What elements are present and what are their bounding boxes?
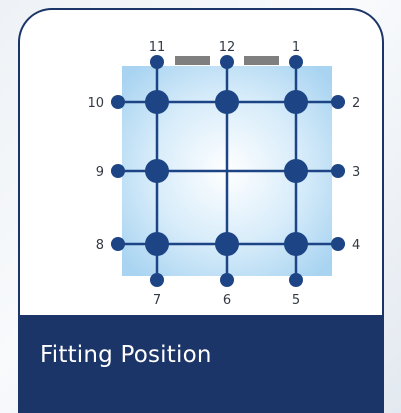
card-title: Fitting Position: [40, 342, 212, 368]
title-banner: [18, 315, 384, 413]
